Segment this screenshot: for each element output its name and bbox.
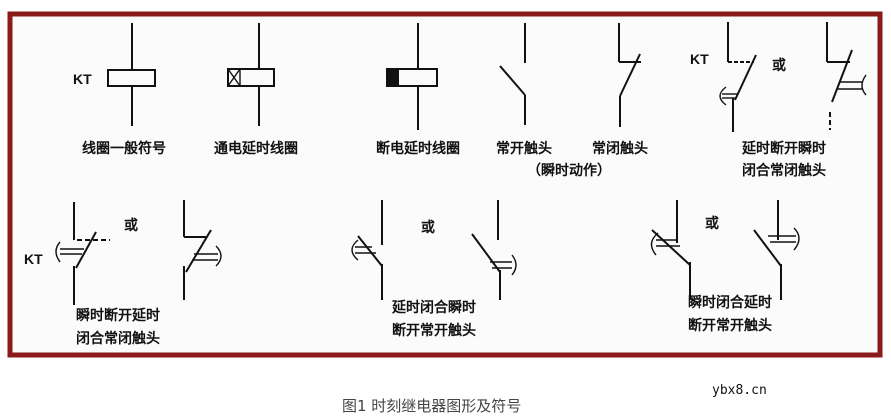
or-text: 或	[772, 57, 786, 74]
coil-tag: KT	[73, 71, 92, 87]
delay-close-inst-open-no-symbol-b	[471, 200, 517, 300]
or-text: 或	[421, 219, 435, 236]
or-text: 或	[705, 215, 719, 232]
delay-open-nc-label-line2: 闭合常闭触头	[742, 162, 826, 179]
inst-open-delay-close-nc-label-line2: 闭合常闭触头	[76, 330, 160, 347]
delay-open-nc-label-line1: 延时断开瞬时	[741, 140, 826, 157]
normally-open-contact-label: 常开触头	[496, 140, 552, 157]
normally-closed-contact-symbol	[618, 23, 641, 127]
off-delay-coil-label: 断电延时线圈	[376, 140, 460, 157]
inst-open-tag: KT	[24, 251, 43, 267]
off-delay-coil-symbol	[386, 23, 438, 130]
on-delay-coil-label: 通电延时线圈	[214, 140, 298, 157]
inst-close-delay-open-no-symbol-a	[650, 200, 691, 300]
delay-close-inst-open-no-label-line1: 延时闭合瞬时	[391, 299, 476, 316]
delay-open-nc-symbol-b	[826, 22, 867, 130]
inst-open-delay-close-nc-symbol-a	[55, 202, 110, 305]
figure-caption: 图1 时刻继电器图形及符号	[342, 397, 521, 415]
inst-close-delay-open-no-label-line1: 瞬时闭合延时	[688, 294, 772, 311]
inst-open-delay-close-nc-symbol-b	[183, 200, 222, 300]
normally-open-contact-symbol	[499, 23, 526, 125]
delay-open-nc-symbol-a	[719, 22, 757, 132]
coil-general-label: 线圈一般符号	[82, 140, 166, 157]
normally-closed-contact-label: 常闭触头	[592, 140, 648, 157]
or-text: 或	[124, 217, 138, 234]
on-delay-coil-symbol	[227, 23, 275, 126]
delay-close-inst-open-no-symbol-a	[351, 200, 383, 300]
watermark: ybx8.cn	[712, 383, 767, 398]
coil-general-symbol	[107, 23, 156, 126]
delay-close-inst-open-no-label-line2: 断开常开触头	[392, 322, 476, 339]
inst-close-delay-open-no-label-line2: 断开常开触头	[688, 317, 772, 334]
delay-open-tag: KT	[690, 51, 709, 67]
inst-open-delay-close-nc-label-line1: 瞬时断开延时	[76, 307, 160, 324]
inst-close-delay-open-no-symbol-b	[753, 200, 800, 300]
instant-action-note: （瞬时动作）	[527, 162, 611, 179]
